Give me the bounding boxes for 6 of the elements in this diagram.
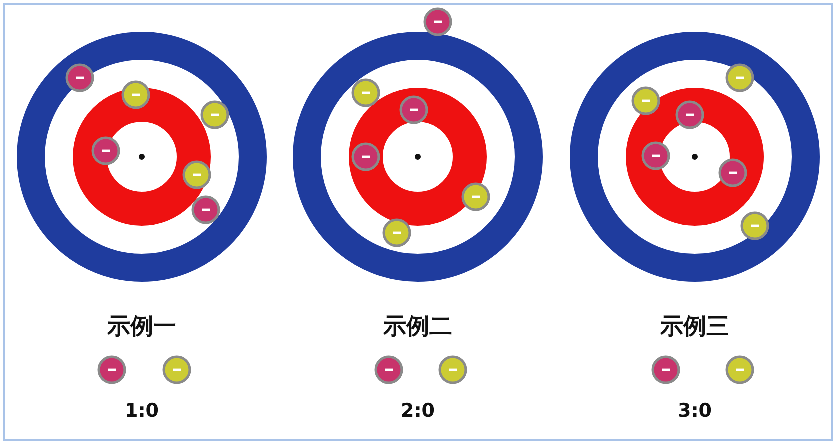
score-label: 2:0 (400, 402, 436, 421)
score-label: 1:0 (124, 402, 160, 421)
example-title: 示例二 (384, 316, 452, 339)
example-title: 示例三 (660, 316, 730, 339)
example-title: 示例一 (108, 316, 176, 339)
score-label: 3:0 (678, 402, 712, 421)
